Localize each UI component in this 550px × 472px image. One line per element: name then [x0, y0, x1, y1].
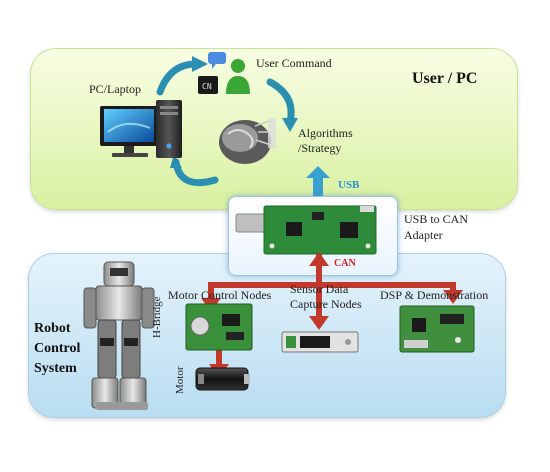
motor-label: Motor	[174, 366, 186, 395]
dsp-board	[399, 305, 475, 353]
adapter-highlight-box	[228, 196, 398, 276]
user-pc-title: User / PC	[412, 70, 478, 87]
sensor-board	[281, 331, 359, 353]
sensor-nodes-label-line2: Capture Nodes	[290, 297, 362, 311]
sensor-nodes-label-line1: Sensor Data	[290, 282, 349, 296]
terminal-icon-text: CN	[202, 82, 212, 91]
robot-title-line3: System	[34, 361, 77, 376]
h-bridge-board	[185, 303, 253, 351]
motor-image	[195, 367, 250, 391]
arrow-algorithms-to-pc	[172, 158, 219, 187]
user-icon	[226, 59, 250, 94]
pc-laptop-label: PC/Laptop	[89, 82, 142, 96]
algorithms-label-line2: /Strategy	[298, 141, 342, 155]
usb-to-can-label-line1: USB to CAN	[404, 212, 469, 226]
can-label: CAN	[334, 258, 356, 269]
motor-control-nodes-label: Motor Control Nodes	[168, 288, 272, 302]
user-command-label: User Command	[256, 56, 332, 70]
algorithms-brain-icon	[219, 118, 276, 164]
humanoid-robot	[83, 261, 155, 410]
chat-bubble-icon	[208, 52, 226, 69]
usb-label: USB	[338, 179, 360, 191]
dsp-demonstration-label: DSP & Demonstration	[380, 288, 489, 302]
h-bridge-label: H-Bridge	[151, 296, 163, 338]
arrow-pc-to-command	[156, 60, 200, 96]
cycle-arrowheads	[170, 56, 298, 168]
robot-title-line1: Robot	[34, 321, 71, 336]
pc-icon	[100, 100, 182, 158]
usb-to-can-label-line2: Adapter	[404, 228, 443, 242]
robot-title-line2: Control	[34, 341, 81, 356]
terminal-icon: CN	[198, 76, 218, 94]
algorithms-label-line1: Algorithms	[298, 126, 353, 140]
arrow-command-to-algorithms	[266, 78, 295, 126]
